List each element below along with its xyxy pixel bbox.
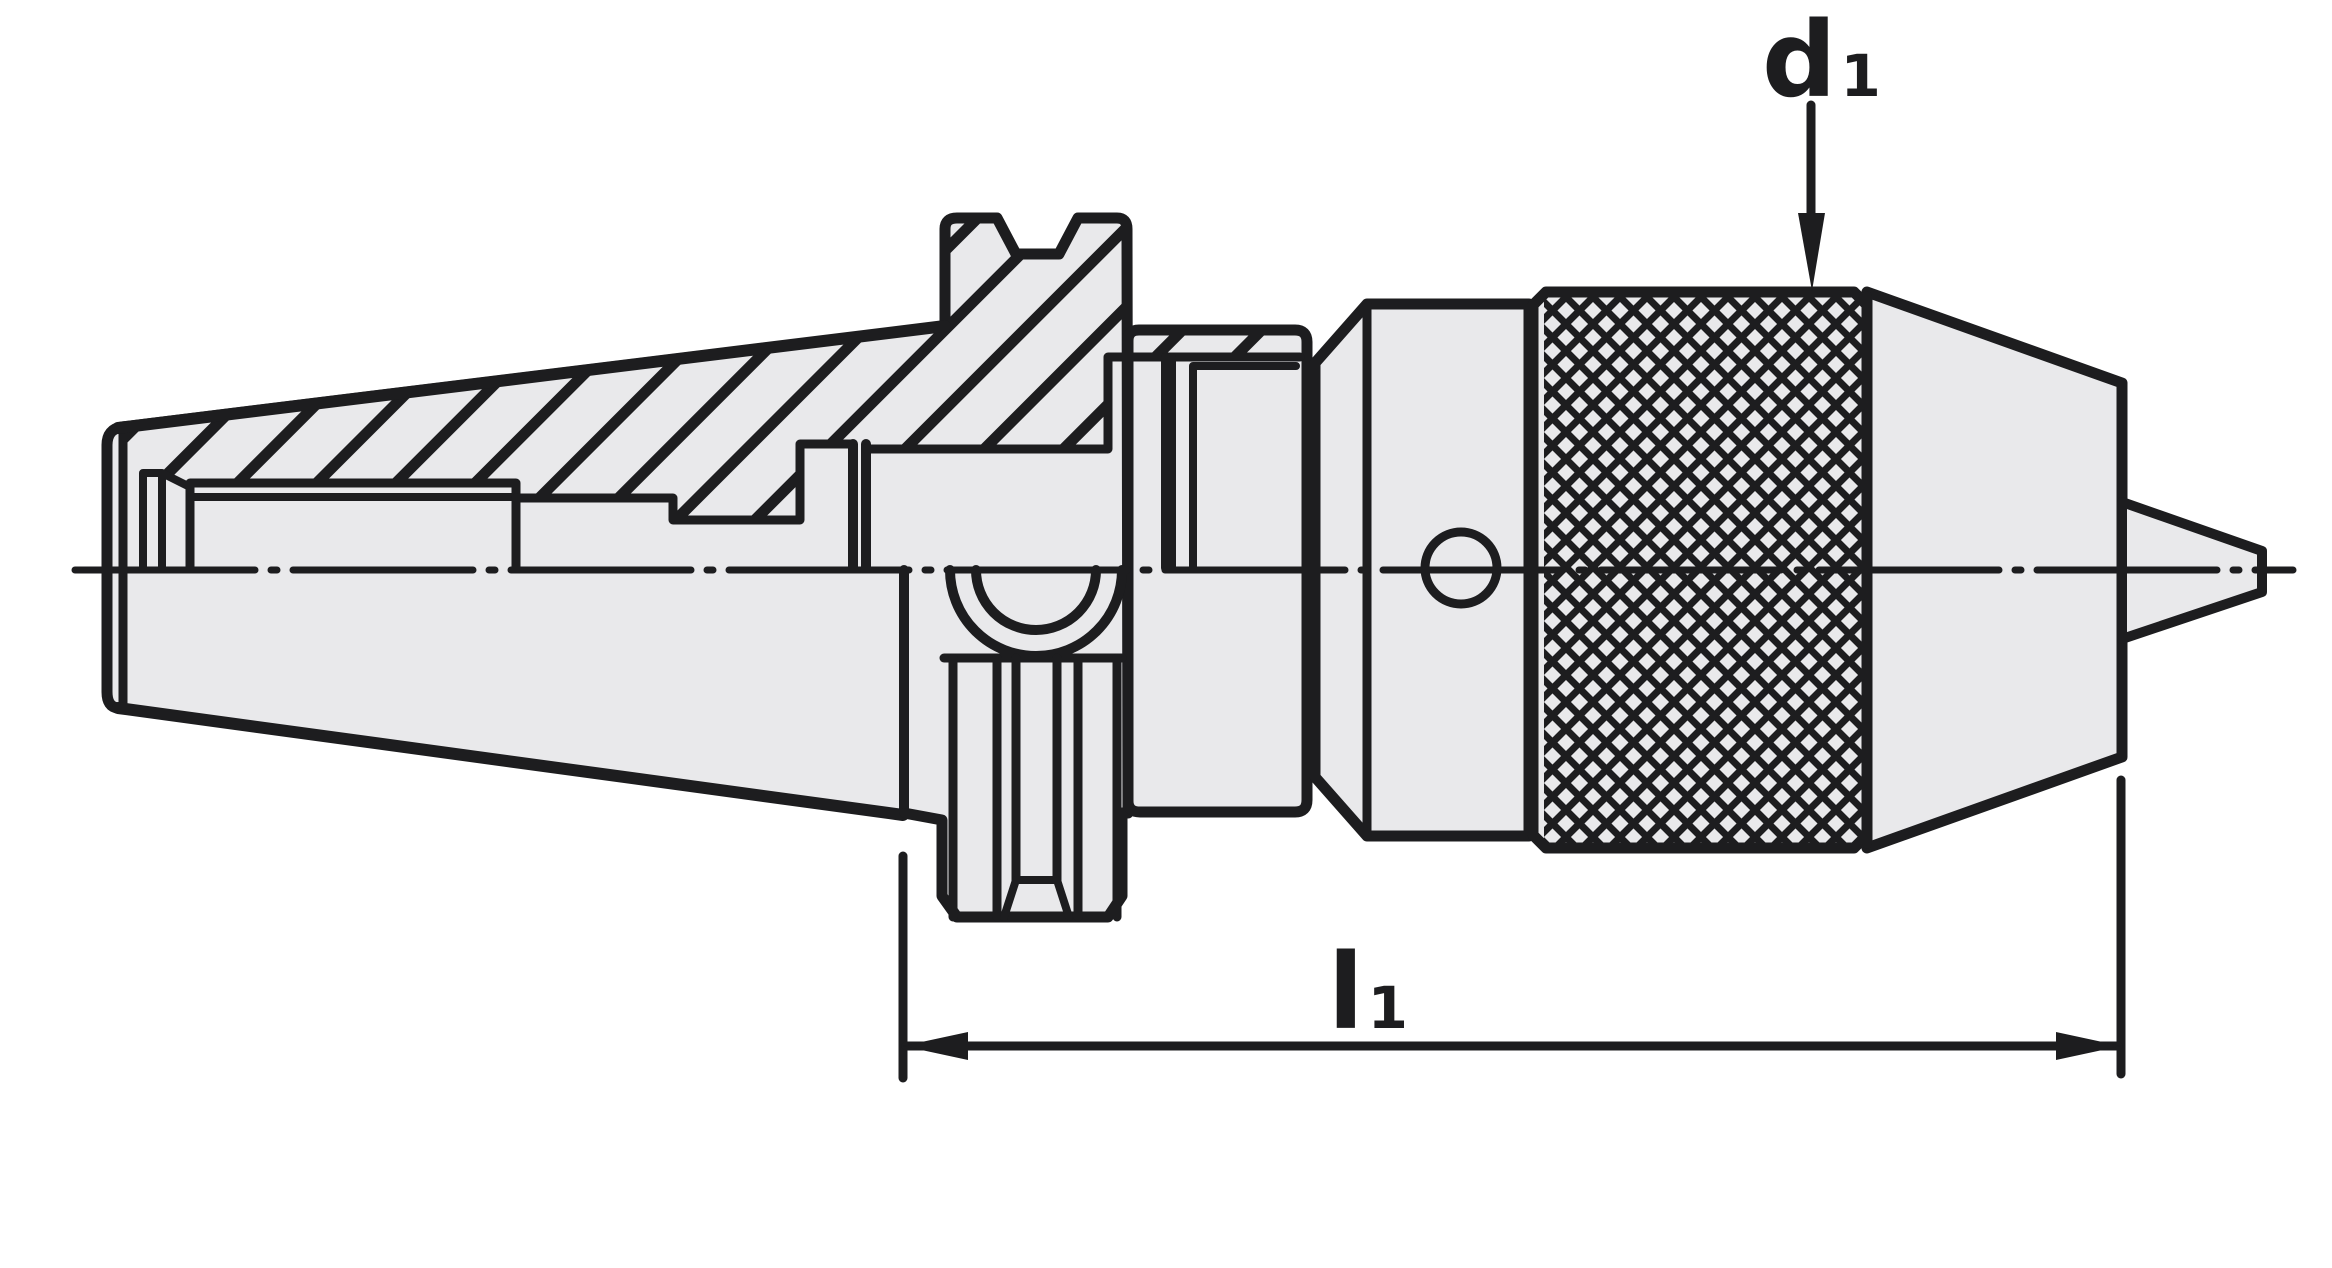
l1-label: l1: [1328, 931, 1408, 1053]
mount-cavity-lines: [861, 352, 1305, 454]
bore-entry-chamfer-lines: [139, 469, 194, 572]
gripper-flange-lower: [899, 565, 1127, 922]
taper-top-edge: [112, 320, 951, 434]
flange-arc-inner: [971, 565, 1101, 635]
d1-label: d1: [1762, 0, 1881, 121]
taper-bottom-edge: [112, 702, 909, 821]
bore-step-lines: [511, 439, 858, 525]
joint-slot-lines: [1161, 353, 1300, 572]
v-groove-notch: [1000, 876, 1073, 921]
dimension-l1: l1: [898, 775, 2126, 1083]
groove-vertical-lines: [948, 653, 1122, 922]
taper-edges: [112, 320, 951, 821]
l1-arrowhead-left: [903, 1032, 968, 1060]
flange-face-step: [899, 808, 943, 825]
l1-arrowhead-right: [2056, 1032, 2121, 1060]
cavity-wall-lines: [848, 439, 871, 573]
dimension-d1: d1: [1762, 0, 1881, 291]
d1-arrowhead: [1798, 213, 1825, 291]
